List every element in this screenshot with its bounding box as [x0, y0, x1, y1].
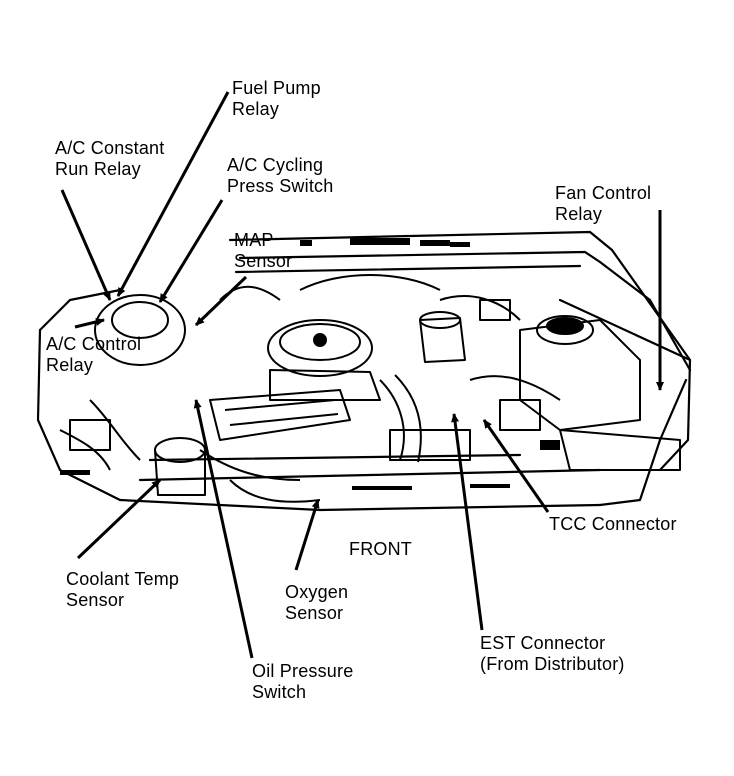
- arrow-ac-constant-run-relay: [60, 189, 112, 301]
- arrow-ac-control-relay: [74, 317, 105, 329]
- label-tcc-connector: TCC Connector: [549, 514, 677, 534]
- arrow-oxygen-sensor: [294, 499, 320, 571]
- arrow-tcc-connector: [482, 419, 550, 513]
- label-fan-control-relay: Fan Control Relay: [555, 183, 652, 224]
- label-ac-cycling-press-switch: A/C Cycling Press Switch: [227, 155, 334, 196]
- engine-components: [59, 274, 681, 503]
- label-oil-pressure-switch: Oil Pressure Switch: [252, 661, 354, 702]
- label-ac-constant-run-relay: A/C Constant Run Relay: [55, 138, 165, 179]
- label-front: FRONT: [349, 539, 412, 559]
- label-coolant-temp-sensor: Coolant Temp Sensor: [66, 569, 180, 610]
- arrow-coolant-temp-sensor: [76, 478, 162, 560]
- dark-hatching: [60, 238, 560, 490]
- arrow-est-connector: [451, 413, 484, 631]
- label-fuel-pump-relay: Fuel Pump Relay: [232, 78, 321, 119]
- label-oxygen-sensor: Oxygen Sensor: [285, 582, 349, 623]
- arrow-map-sensor: [194, 275, 248, 327]
- leader-arrows: [60, 91, 664, 659]
- label-map-sensor: MAP Sensor: [234, 230, 293, 271]
- label-est-connector: EST Connector (From Distributor): [480, 633, 625, 674]
- label-ac-control-relay: A/C Control Relay: [46, 334, 142, 375]
- arrow-oil-pressure-switch: [193, 399, 254, 659]
- arrow-fuel-pump-relay: [116, 91, 230, 297]
- arrow-ac-cycling-press-switch: [158, 199, 224, 303]
